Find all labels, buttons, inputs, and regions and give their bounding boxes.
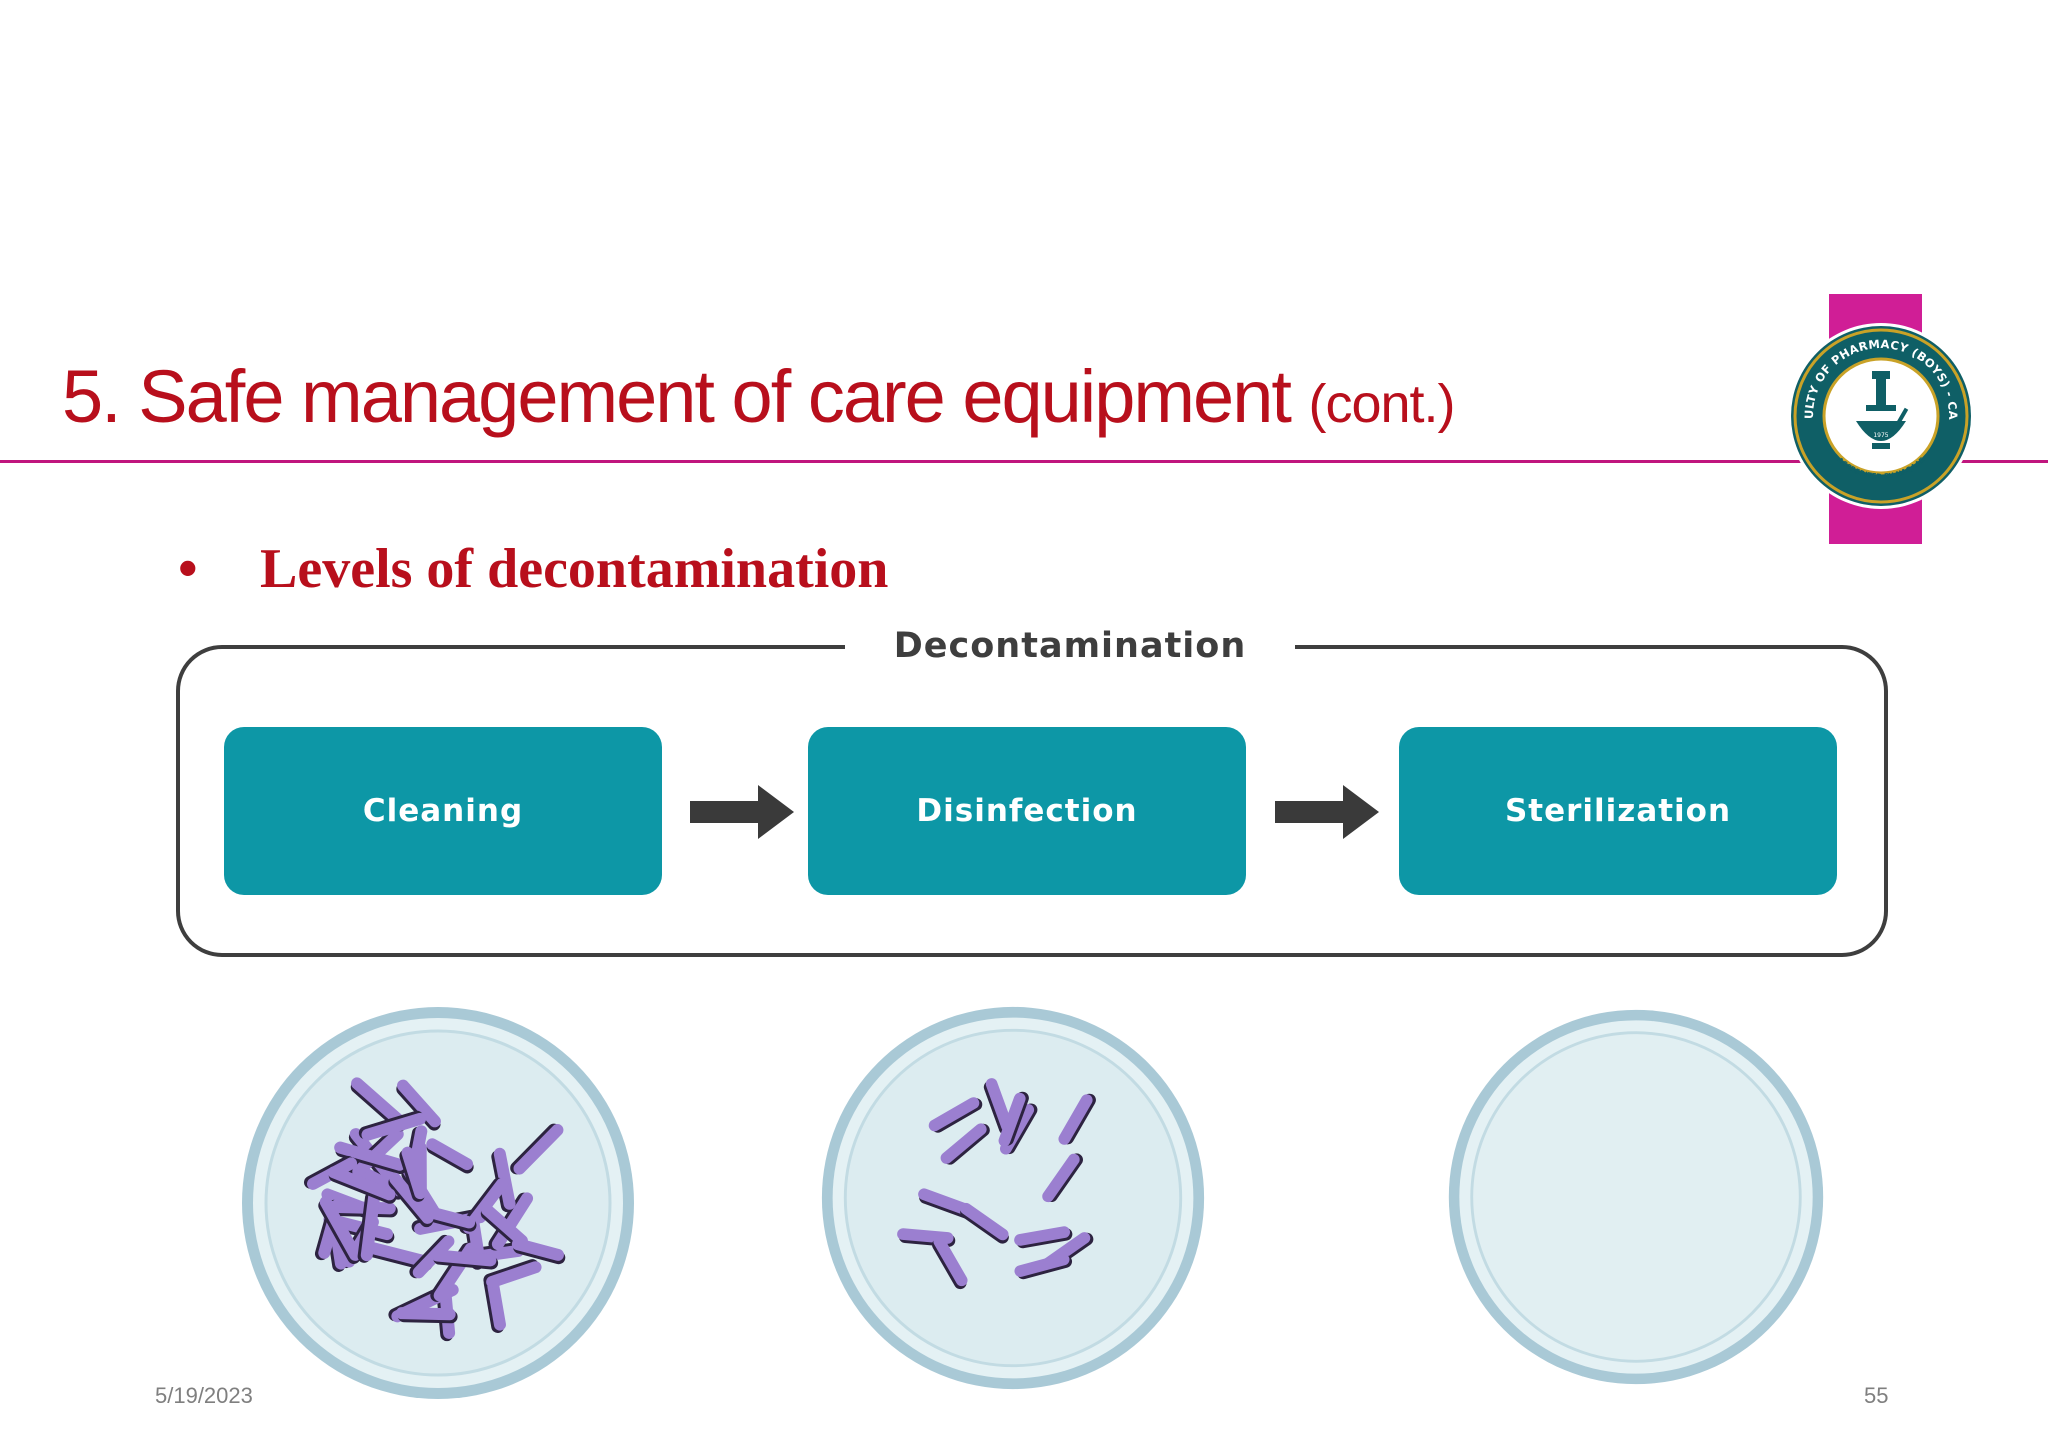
right-arrow-icon [1275,785,1379,839]
slide-title: 5. Safe management of care equipment (co… [62,352,1456,449]
stage-sterilization: Sterilization [1399,727,1837,895]
slide-title-main: 5. Safe management of care equipment [62,355,1292,438]
bacterium-icon [940,1123,990,1165]
stage-cleaning: Cleaning [224,727,662,895]
bacterium-icon [932,1235,968,1290]
bacterium-icon [424,1206,477,1232]
bacterium-icon [960,1202,1009,1244]
stage-disinfection: Disinfection [808,727,1246,895]
bacterium-icon [334,1141,407,1175]
bacterium-icon [1042,1153,1083,1203]
title-divider [0,460,2048,463]
bacterium-icon [426,1138,474,1174]
bacterium-icon [918,1188,974,1219]
bacterium-icon [483,1274,506,1334]
bacterium-icon [510,1123,564,1175]
decontamination-label: Decontamination [845,621,1295,671]
petri-dish-sterile [1448,1009,1824,1385]
bacterium-icon [1058,1093,1096,1145]
bacterium-icon [396,1079,441,1131]
bacterium-icon [483,1259,542,1288]
slide-date: 5/19/2023 [155,1383,253,1408]
petri-dish-many-bacteria [242,1007,634,1399]
bacterium-icon [357,1189,381,1263]
bullet-marker: • [178,538,198,600]
bacterium-icon [395,1307,458,1324]
petri-dish-few-bacteria [821,1006,1205,1390]
bacterium-icon [318,1196,362,1264]
bacterium-icon [431,1249,499,1270]
bacterium-icon [928,1097,983,1133]
bacterium-icon [998,1091,1029,1147]
slide-title-suffix: (cont.) [1308,374,1455,434]
seal-emblem-icon [1856,371,1909,449]
bacterium-icon [388,1172,434,1228]
bullet-text: Levels of decontamination [260,538,889,600]
slide-page-number: 55 [1864,1383,1889,1408]
bacterium-icon [399,1146,427,1202]
bacterium-icon [358,1110,427,1141]
seal-year: 1975 [1873,432,1888,439]
bacterium-icon [1014,1253,1073,1280]
bacterium-icon [983,1078,1013,1135]
bacterium-icon [327,1166,397,1204]
bacterium-icon [1014,1226,1073,1249]
right-arrow-icon [690,785,794,839]
bacteria-colony-few [897,1078,1096,1290]
bacterium-icon [511,1238,566,1265]
bacteria-colony-many [304,1077,566,1342]
bullet-item: • Levels of decontamination [178,536,888,602]
faculty-seal-logo: FACULTY OF PHARMACY (BOYS) - CAIRO ACCRE… [1786,321,1974,509]
